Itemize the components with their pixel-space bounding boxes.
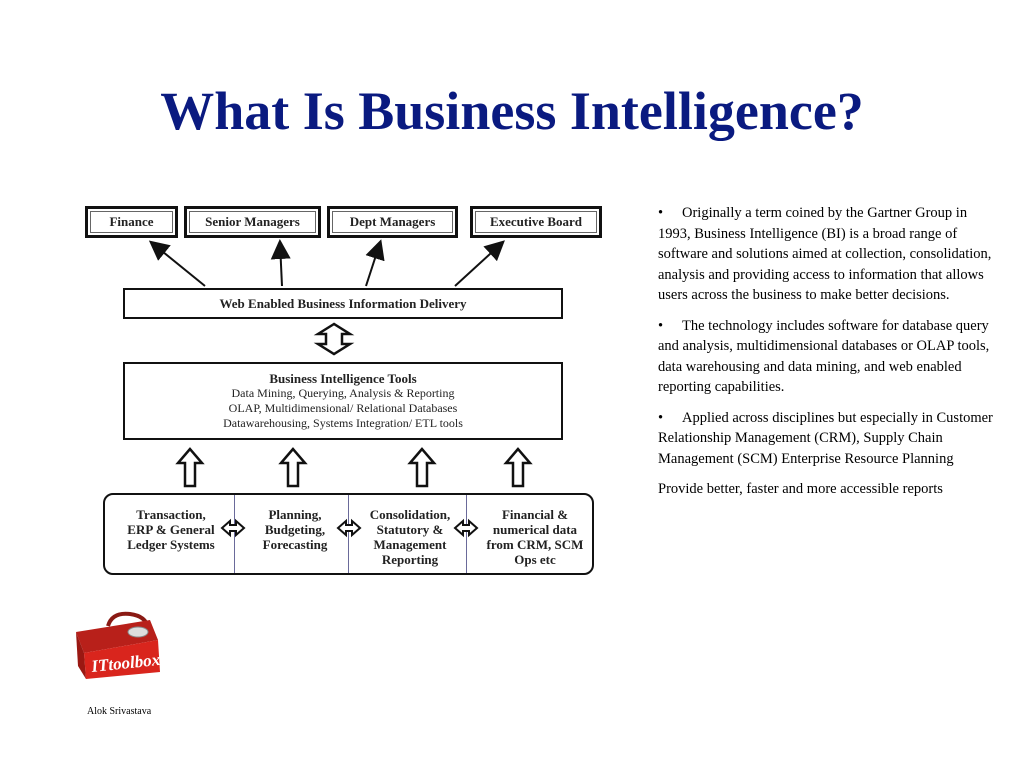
bidirectional-arrow-icon: [453, 518, 479, 538]
web-delivery-box: Web Enabled Business Information Deliver…: [123, 288, 563, 319]
source-line: Transaction,: [136, 507, 206, 522]
source-line: numerical data: [492, 522, 578, 537]
up-arrow-icon: [407, 447, 437, 488]
bullet-icon: •: [658, 317, 664, 334]
source-line: Consolidation,: [369, 507, 451, 522]
ittoolbox-logo: ITtoolbox: [76, 611, 161, 679]
bi-tools-line: OLAP, Multidimensional/ Relational Datab…: [228, 401, 458, 415]
arrow-to-finance: [148, 240, 206, 287]
bi-tools-line: Data Mining, Querying, Analysis & Report…: [231, 386, 455, 400]
consumer-finance: Finance: [85, 206, 178, 238]
up-arrow-icon: [278, 447, 308, 488]
bi-tools-line: Datawarehousing, Systems Integration/ ET…: [223, 416, 463, 430]
source-line: Planning,: [268, 507, 322, 522]
bullet-text: Applied across disciplines but especiall…: [658, 409, 993, 467]
source-line: Ops etc: [514, 552, 556, 567]
bullet-icon: •: [658, 205, 664, 221]
source-line: Budgeting,: [264, 522, 326, 537]
source-transaction: Transaction, ERP & General Ledger System…: [109, 507, 233, 552]
double-arrow-icon: [313, 322, 355, 356]
bullet-item: •Applied across disciplines but especial…: [658, 408, 993, 470]
arrow-to-dept-managers: [365, 239, 385, 287]
author-footer: Alok Srivastava: [87, 706, 152, 717]
consumer-senior-managers: Senior Managers: [184, 206, 321, 238]
divider: [234, 495, 235, 573]
bullet-item: •Originally a term coined by the Gartner…: [658, 203, 993, 306]
slide-title: What Is Business Intelligence?: [160, 81, 864, 141]
data-sources-box: Transaction, ERP & General Ledger System…: [103, 493, 594, 575]
source-line: Management: [373, 537, 447, 552]
bi-tools-box: Business Intelligence Tools Data Mining,…: [123, 362, 563, 440]
bullet-list: •Originally a term coined by the Gartner…: [658, 203, 993, 510]
source-line: ERP & General: [127, 522, 215, 537]
source-consolidation: Consolidation, Statutory & Management Re…: [355, 507, 465, 567]
consumer-dept-managers: Dept Managers: [327, 206, 458, 238]
source-line: Financial &: [501, 507, 569, 522]
bullet-item: •The technology includes software for da…: [658, 316, 993, 398]
source-line: Reporting: [381, 552, 439, 567]
bullet-icon: •: [658, 409, 664, 426]
bullet-text: The technology includes software for dat…: [658, 317, 990, 396]
divider: [348, 495, 349, 573]
source-financial: Financial & numerical data from CRM, SCM…: [475, 507, 595, 567]
consumer-executive-board: Executive Board: [470, 206, 602, 238]
source-line: Forecasting: [262, 537, 328, 552]
source-line: from CRM, SCM: [486, 537, 584, 552]
closing-text: Provide better, faster and more accessib…: [658, 481, 943, 497]
arrow-to-senior-managers: [270, 239, 291, 287]
arrow-to-executive-board: [454, 240, 505, 287]
bidirectional-arrow-icon: [336, 518, 362, 538]
bidirectional-arrow-icon: [220, 518, 246, 538]
source-line: Statutory &: [376, 522, 444, 537]
bullet-text: Originally a term coined by the Gartner …: [658, 205, 992, 303]
divider: [466, 495, 467, 573]
source-planning: Planning, Budgeting, Forecasting: [245, 507, 345, 552]
up-arrow-icon: [503, 447, 533, 488]
bi-tools-heading: Business Intelligence Tools: [269, 371, 417, 386]
source-line: Ledger Systems: [127, 537, 215, 552]
up-arrow-icon: [175, 447, 205, 488]
